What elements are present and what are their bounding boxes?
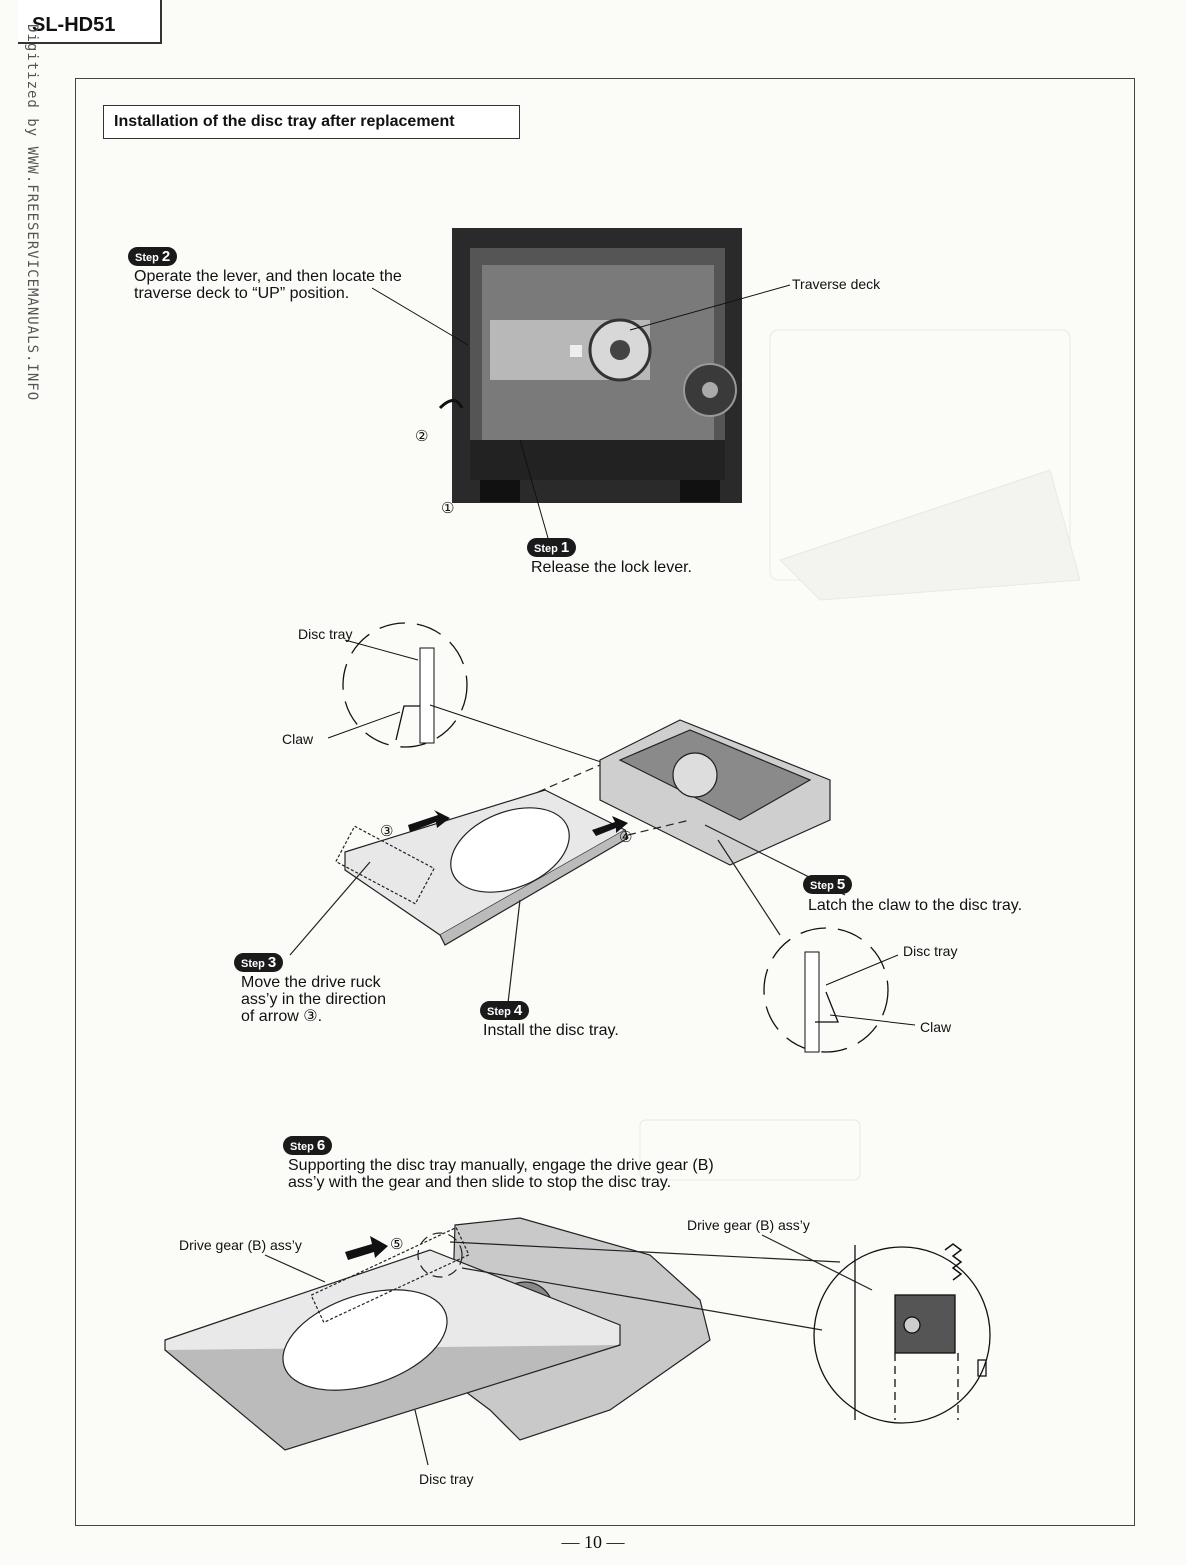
disc-tray-label: Disc tray <box>419 1471 474 1487</box>
disc-tray-label: Disc tray <box>298 626 353 642</box>
claw-detail-circle-left <box>327 622 611 766</box>
claw-detail-circle-right <box>763 927 916 1053</box>
step-4-text: Install the disc tray. <box>483 1022 619 1039</box>
drive-gear-label: Drive gear (B) ass’y <box>179 1237 302 1253</box>
marker-2: ② <box>415 427 429 445</box>
tray-engagement-drawing <box>164 1217 873 1466</box>
marker-4: ④ <box>619 828 633 846</box>
disc-tray-label: Disc tray <box>903 943 958 959</box>
claw-label: Claw <box>920 1019 952 1035</box>
step-5-text: Latch the claw to the disc tray. <box>808 897 1023 914</box>
watermark: Digitized by WWW.FREESERVICEMANUALS.INFO <box>24 24 40 402</box>
traverse-mechanism-photo <box>438 228 742 503</box>
step-1-text: Release the lock lever. <box>531 559 692 576</box>
model-number: SL-HD51 <box>32 14 116 36</box>
model-tab: SL-HD51 <box>18 0 162 44</box>
deck-and-tray-drawing <box>289 719 846 1004</box>
step-6-text: Supporting the disc tray manually, engag… <box>288 1157 714 1191</box>
bleed-through-art <box>639 329 1081 1181</box>
marker-1: ① <box>441 499 455 517</box>
marker-5: ⑤ <box>390 1235 404 1253</box>
section-title: Installation of the disc tray after repl… <box>103 105 520 139</box>
marker-3: ③ <box>380 822 394 840</box>
traverse-deck-label: Traverse deck <box>792 276 881 292</box>
drive-gear-detail-circle <box>813 1243 991 1424</box>
page-number: — 10 — <box>561 1532 625 1552</box>
drive-gear-label: Drive gear (B) ass’y <box>687 1217 810 1233</box>
page-frame <box>75 78 1135 1526</box>
claw-label: Claw <box>282 731 314 747</box>
